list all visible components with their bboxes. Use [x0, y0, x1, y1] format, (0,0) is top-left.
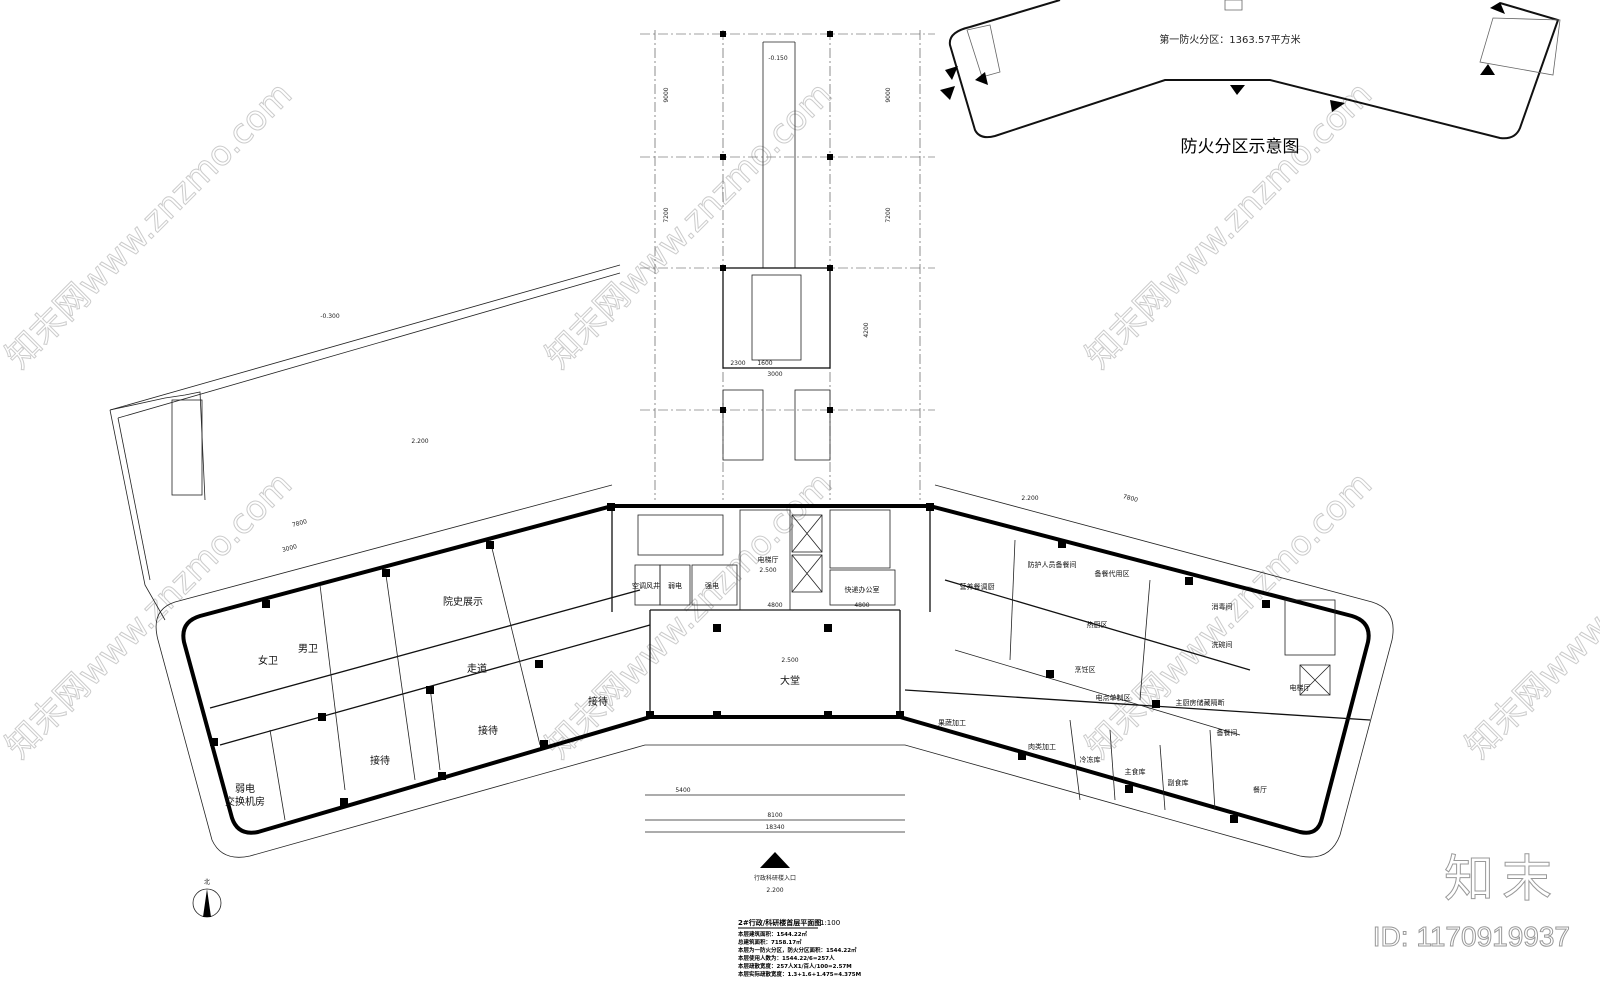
- room-lobby: 大堂: [780, 674, 800, 687]
- terrace-outline: 2.200: [155, 484, 1394, 858]
- dim-label: 7200: [663, 207, 670, 222]
- fire-zone-diagram: 第一防火分区：1363.57平方米 防火分区示意图: [940, 0, 1561, 157]
- level-mark: 2.500: [781, 657, 798, 664]
- room-dishwashing: 洗碗间: [1212, 640, 1233, 649]
- watermark-text: 知末网www.znzmo.com: [538, 464, 840, 766]
- drawing-scale: 1:100: [820, 919, 840, 927]
- dim-label: 18340: [765, 824, 784, 831]
- dim-label: 4800: [767, 602, 782, 609]
- room-reception: 接待: [370, 754, 390, 767]
- entrance-marker: 行政科研楼入口 2.200: [754, 852, 796, 894]
- room-ac-shaft: 空调风井: [632, 581, 660, 590]
- exit-arrow-icon: [940, 86, 955, 100]
- north-arrow: 北: [192, 878, 222, 918]
- dim-label: 4200: [863, 322, 870, 337]
- room-main-kitchen: 主厨房储藏隔断: [1176, 698, 1225, 707]
- room-staff-prep: 防护人员备餐间: [1028, 560, 1077, 569]
- title-line: 本层实际疏散宽度：1.3+1.6+1.475=4.375M: [738, 970, 861, 978]
- dim-label: 4800: [854, 602, 869, 609]
- room-meat-processing: 肉类加工: [1028, 742, 1056, 751]
- entrance-label: 行政科研楼入口: [754, 874, 796, 882]
- exit-arrow-icon: [975, 72, 988, 85]
- level-mark: 2.200: [766, 887, 783, 894]
- room-elevator-hall-right: 电梯厅: [1290, 683, 1311, 692]
- room-disinfection: 消毒间: [1212, 602, 1233, 611]
- dim-label: 7800: [1122, 493, 1139, 504]
- room-freezer: 冷冻库: [1080, 755, 1101, 764]
- north-label: 北: [204, 878, 210, 886]
- dim-label: 9000: [885, 87, 892, 102]
- exit-arrow-icon: [945, 66, 958, 80]
- dim-label: 2300: [730, 360, 745, 367]
- title-line: 本层使用人数为：1544.22/6=257人: [738, 954, 835, 962]
- building-walls: [181, 503, 1371, 835]
- exit-arrow-icon: [1330, 100, 1345, 112]
- room-nutrition-kitchen: 营养餐调厨: [960, 582, 995, 591]
- room-elevator-hall: 电梯厅: [758, 555, 779, 564]
- room-order: 电点单制区: [1096, 693, 1131, 702]
- image-id-watermark: ID: 1170919937: [1372, 921, 1570, 953]
- watermark-text: 知末网www.znzmo.com: [1078, 74, 1380, 376]
- room-courier-office: 快递办公室: [845, 585, 880, 594]
- room-dining-hall: 餐厅: [1253, 785, 1267, 794]
- room-men-wc: 男卫: [298, 643, 318, 655]
- room-prep-area: 备餐代用区: [1095, 569, 1130, 578]
- room-strong-electric: 强电: [705, 581, 719, 590]
- room-women-wc: 女卫: [258, 654, 278, 667]
- room-reception: 接待: [478, 724, 498, 737]
- room-serving: 备餐间: [1217, 728, 1238, 737]
- dim-label: 7800: [291, 518, 308, 529]
- room-history-exhibit: 院史展示: [443, 595, 483, 608]
- exit-arrow-icon: [1230, 85, 1245, 95]
- dim-label: 7200: [885, 207, 892, 222]
- title-line: 本层为一防火分区，防火分区面积：1544.22㎡: [738, 946, 857, 954]
- stair-top: [722, 389, 831, 461]
- exit-arrow-icon: [1480, 64, 1495, 75]
- dim-label: 5400: [675, 787, 690, 794]
- dim-label: 8100: [767, 812, 782, 819]
- dim-label: 9000: [663, 87, 670, 102]
- brand-watermark: 知末: [1444, 850, 1560, 909]
- dim-label: 3000: [281, 543, 298, 554]
- room-cooking: 烹饪区: [1075, 665, 1096, 674]
- level-mark: -0.150: [768, 55, 788, 62]
- level-mark: 2.200: [1021, 495, 1038, 502]
- room-nonstaple-store: 副食库: [1168, 778, 1189, 787]
- exit-arrow-icon: [1490, 2, 1505, 14]
- watermark-text: 知末网www.znzmo.com: [0, 464, 300, 766]
- title-line: 本层疏散宽度：257人X1/百人/100=2.57M: [738, 962, 852, 970]
- level-mark: 2.200: [411, 438, 428, 445]
- ramp: -0.300 2.200: [109, 264, 621, 621]
- drawing-title: 2#行政/科研楼首层平面图: [738, 918, 821, 927]
- watermark-layer: 知末网www.znzmo.com 知末网www.znzmo.com 知末网www…: [0, 74, 1600, 767]
- entrance-arrow-icon: [760, 852, 790, 868]
- room-hot-kitchen: 热厨区: [1087, 620, 1108, 629]
- watermark-text: 知末网www.znzmo.com: [1458, 464, 1600, 766]
- room-weak-electric: 弱电: [668, 581, 682, 590]
- room-weak-electric: 弱电: [235, 782, 255, 795]
- room-corridor: 走道: [467, 662, 487, 675]
- room-staple-store: 主食库: [1125, 767, 1146, 776]
- title-line: 本层建筑面积：1544.22㎡: [738, 930, 808, 938]
- room-switch: 交换机房: [225, 795, 265, 808]
- room-labels: 院史展示 走道 接待 接待 接待 弱电 交换机房 女卫 男卫 空调风井 弱电 强…: [225, 555, 1311, 808]
- fire-zone-title: 防火分区示意图: [1181, 137, 1300, 157]
- fire-zone-area: 第一防火分区：1363.57平方米: [1159, 33, 1300, 46]
- dimensions-bottom: 5400 8100 18340 4800 4800 7800 3000 7800: [281, 493, 1139, 833]
- dim-label: 1600: [757, 360, 772, 367]
- room-reception: 接待: [588, 695, 608, 708]
- level-mark: 2.500: [759, 567, 776, 574]
- hatched-stair-zone: [966, 24, 1001, 78]
- title-block: 2#行政/科研楼首层平面图 1:100 本层建筑面积：1544.22㎡ 总建筑面…: [738, 918, 861, 978]
- room-veg-processing: 果蔬加工: [938, 718, 966, 727]
- watermark-text: 知末网www.znzmo.com: [0, 74, 300, 376]
- north-extension: 9000 9000 7200 7200 4200 2300 1600 3000 …: [640, 30, 935, 500]
- hatched-stair-zone: [1479, 17, 1561, 76]
- title-line: 总建筑面积：7158.17㎡: [738, 938, 802, 946]
- level-mark: -0.300: [320, 313, 340, 320]
- dim-label: 3000: [767, 371, 782, 378]
